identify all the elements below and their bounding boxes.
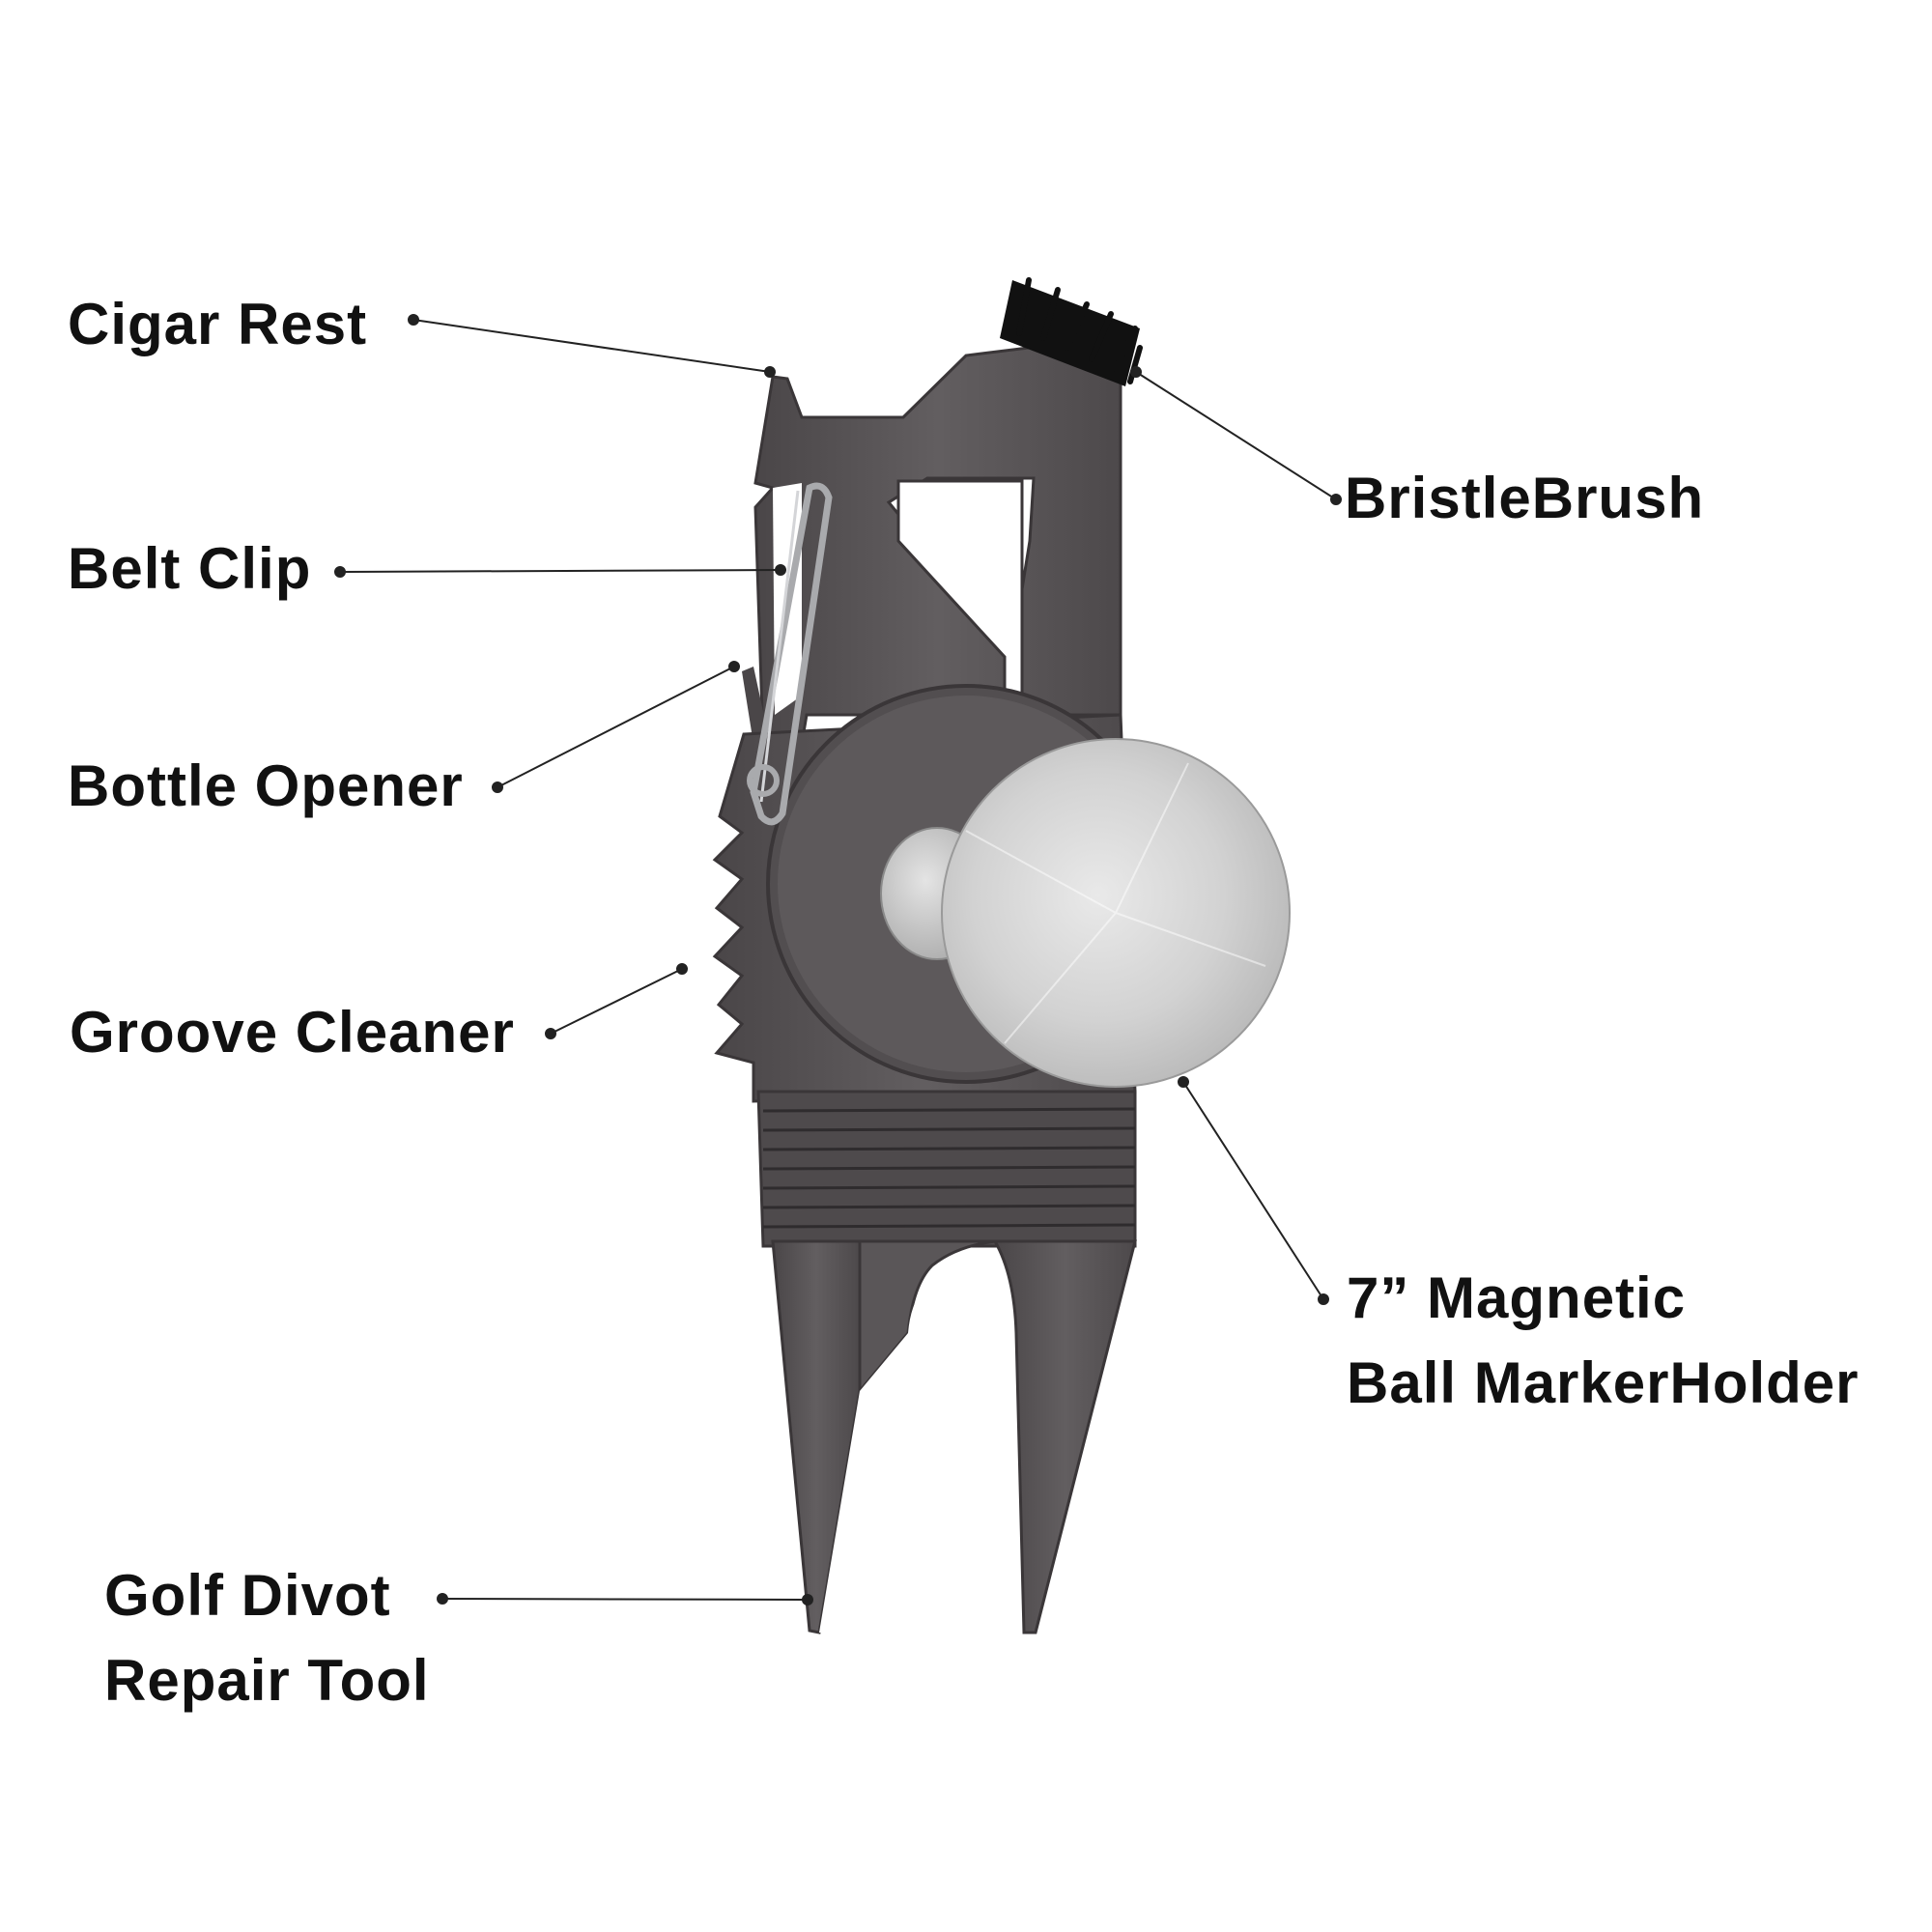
bristle-brush-icon	[1000, 277, 1143, 386]
leader-lines	[334, 314, 1342, 1605]
label-divot-line-1: Golf Divot	[104, 1563, 391, 1628]
label-bristle-brush: BristleBrush	[1345, 466, 1705, 530]
label-belt-clip: Belt Clip	[68, 536, 312, 601]
label-marker-line-2: Ball MarkerHolder	[1347, 1350, 1860, 1415]
label-bottle-opener: Bottle Opener	[68, 753, 464, 818]
label-cigar-rest: Cigar Rest	[68, 292, 368, 356]
belt-clip-icon	[747, 482, 833, 826]
label-divot-tool: Golf Divot Repair Tool	[104, 1553, 430, 1723]
label-marker-line-1: 7” Magnetic	[1347, 1265, 1687, 1330]
ball-marker-icon	[941, 738, 1291, 1088]
label-ball-marker: 7” Magnetic Ball MarkerHolder	[1347, 1256, 1860, 1426]
label-divot-line-2: Repair Tool	[104, 1648, 430, 1713]
label-groove-cleaner: Groove Cleaner	[70, 1000, 515, 1065]
